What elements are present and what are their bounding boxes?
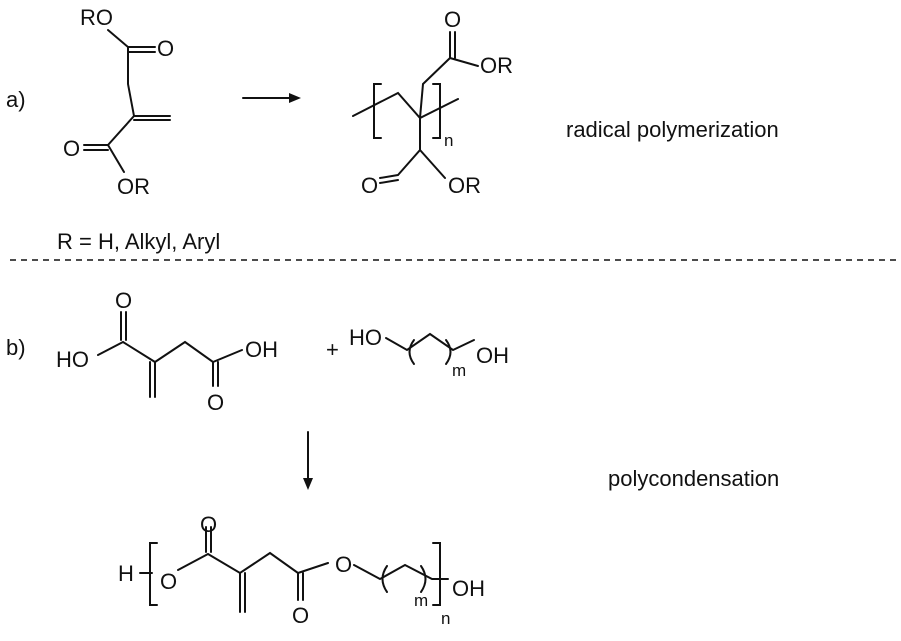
plus-sign: +: [326, 337, 339, 362]
polymer-n-subscript: n: [444, 131, 453, 150]
polyester-inner-left-paren: [381, 565, 388, 593]
monomer-or-bottom: OR: [117, 174, 150, 199]
monomer-ro-top: RO: [80, 5, 113, 30]
polyester-right-bracket: [432, 542, 441, 606]
polymer-o-bottom: O: [361, 173, 378, 198]
arrow-a-head: [289, 93, 301, 103]
polyester-inner-right-paren: [420, 565, 427, 593]
diol: HO m OH: [349, 325, 509, 380]
polymer-o-top: O: [444, 7, 461, 32]
part-b-label: b): [6, 335, 26, 360]
acid-ho: HO: [56, 347, 89, 372]
acid-oh: OH: [245, 337, 278, 362]
acid-skeleton-bonds: [97, 311, 243, 398]
diol-skeleton-bonds: [385, 332, 475, 352]
polyester-m-subscript: m: [414, 591, 428, 610]
polyester-oh: OH: [452, 576, 485, 601]
itaconic-acid: HO O OH O: [56, 288, 278, 415]
diol-m-subscript: m: [452, 361, 466, 380]
polymer-right-bracket: [432, 83, 441, 139]
polyester-n-subscript: n: [441, 609, 450, 628]
diol-ho: HO: [349, 325, 382, 350]
polyester-skeleton-bonds: [139, 526, 449, 613]
reaction-arrow-b: [303, 431, 313, 490]
polyester-o-ester-right: O: [335, 552, 352, 577]
radical-polymerization-caption: radical polymerization: [566, 117, 779, 142]
polymer-skeleton-bonds: [352, 31, 479, 184]
polyester-o-bottom: O: [292, 603, 309, 628]
substituent-note: R = H, Alkyl, Aryl: [57, 229, 220, 254]
reaction-arrow-a: [242, 93, 301, 103]
polyester-o-top: O: [200, 512, 217, 537]
itaconate-ester-monomer: RO O O OR: [63, 5, 174, 199]
polyester-repeat-unit: H O O O O m n OH: [118, 512, 485, 628]
diol-oh: OH: [476, 343, 509, 368]
monomer-o-bottom: O: [63, 136, 80, 161]
diol-left-bracket: [408, 339, 415, 365]
acid-o-bottom: O: [207, 390, 224, 415]
monomer-skeleton-bonds: [83, 29, 171, 173]
part-a: a) RO O O OR R = H, Alkyl, Aryl O OR n O…: [6, 5, 779, 254]
diol-right-bracket: [445, 339, 452, 365]
polyester-left-bracket: [149, 542, 158, 606]
acid-o-top: O: [115, 288, 132, 313]
arrow-b-head: [303, 478, 313, 490]
polymer-or-top: OR: [480, 53, 513, 78]
polymer-or-bottom: OR: [448, 173, 481, 198]
polyester-h: H: [118, 561, 134, 586]
polycondensation-caption: polycondensation: [608, 466, 779, 491]
polyitaconate-repeat-unit: O OR n O OR: [352, 7, 513, 198]
part-a-label: a): [6, 87, 26, 112]
monomer-o-top: O: [157, 36, 174, 61]
polyester-o-ester-left: O: [160, 569, 177, 594]
polymer-left-bracket: [373, 83, 382, 139]
part-b: b) HO O OH O + HO m OH polycondensation: [6, 288, 779, 628]
